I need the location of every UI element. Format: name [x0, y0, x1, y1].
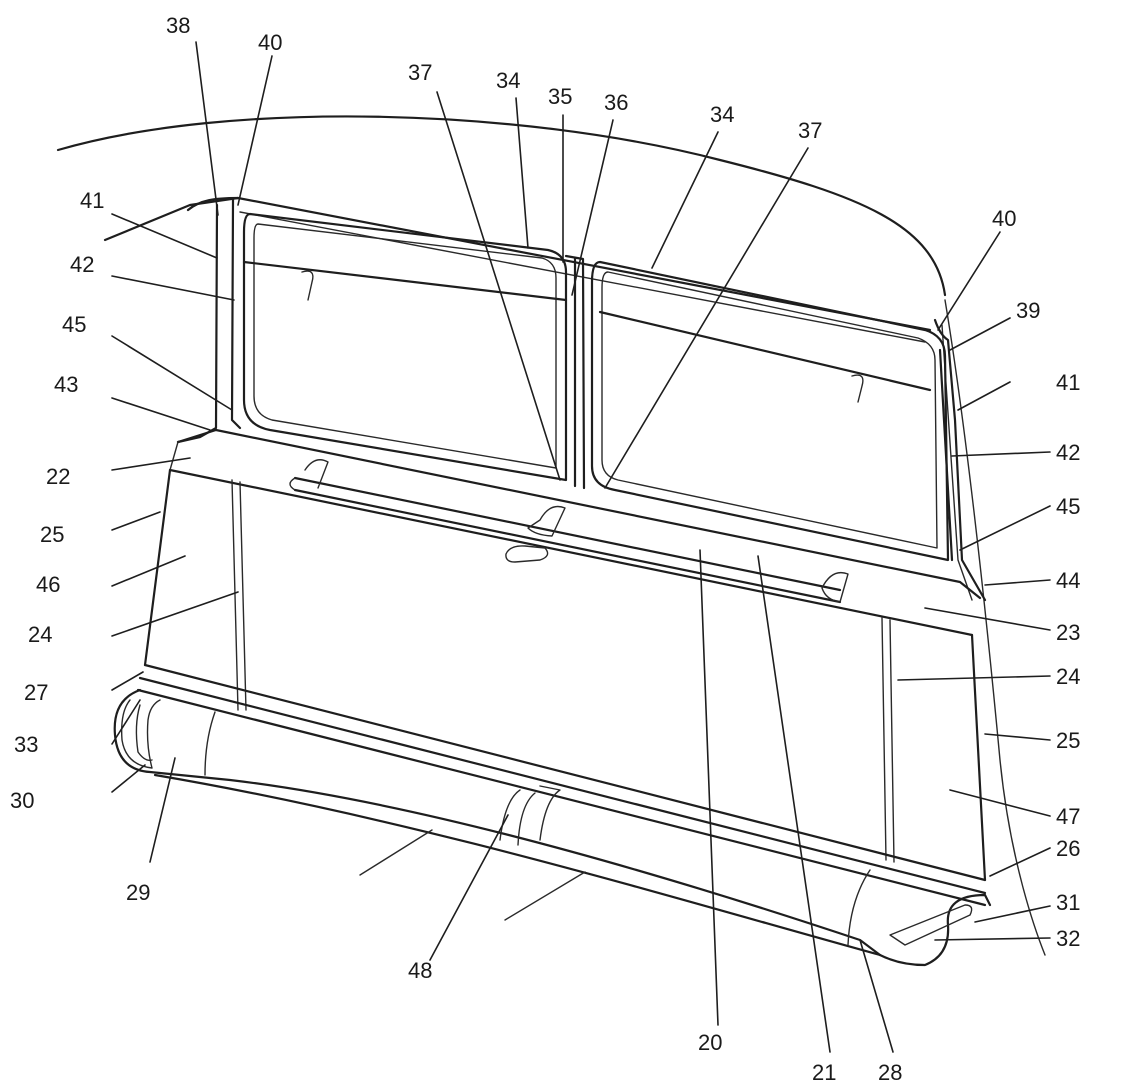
- left-pillar: [176, 198, 242, 444]
- right-seam-24: [881, 617, 895, 863]
- ground-stroke-2: [504, 871, 586, 921]
- callout-labels: 38 40 37 34 35 36 34 37 40 39 41 42 45 4…: [10, 13, 1080, 1085]
- callout-24-right: 24: [1056, 664, 1080, 689]
- callout-34-left: 34: [496, 68, 520, 93]
- callout-26: 26: [1056, 836, 1080, 861]
- callout-30: 30: [10, 788, 34, 813]
- callout-33: 33: [14, 732, 38, 757]
- callout-37-left: 37: [408, 60, 432, 85]
- grab-rail-mount-2: [527, 505, 566, 537]
- bottom-roll: [113, 688, 882, 957]
- right-roll-cap: [878, 893, 992, 967]
- lower-seam-left: [204, 711, 216, 776]
- bottom-edge: [153, 773, 882, 957]
- grab-rail: [293, 476, 842, 604]
- callout-29: 29: [126, 880, 150, 905]
- callout-40-left: 40: [258, 30, 282, 55]
- callout-39: 39: [1016, 298, 1040, 323]
- callout-48: 48: [408, 958, 432, 983]
- sill-front-edge: [169, 441, 179, 471]
- callout-45-right: 45: [1056, 494, 1080, 519]
- callout-41-right: 41: [1056, 370, 1080, 395]
- right-window-bar: [598, 310, 932, 392]
- right-corner-post: [933, 318, 987, 602]
- grab-rail-end-left: [289, 477, 296, 491]
- center-pillar: [564, 254, 586, 490]
- right-roll-cap-inner: [889, 904, 973, 946]
- belt-line: [136, 663, 987, 907]
- left-window-outer: [242, 212, 568, 482]
- callout-28: 28: [878, 1060, 902, 1085]
- callout-42-left: 42: [70, 252, 94, 277]
- left-bar-clip: [301, 270, 314, 301]
- ground-stroke-1: [359, 829, 433, 876]
- callout-42-right: 42: [1056, 440, 1080, 465]
- leader-lines: [111, 41, 1051, 1053]
- callout-20: 20: [698, 1030, 722, 1055]
- lower-seam-right: [847, 869, 871, 946]
- callout-41-left: 41: [80, 188, 104, 213]
- callout-23: 23: [1056, 620, 1080, 645]
- callout-31: 31: [1056, 890, 1080, 915]
- callout-37-right: 37: [798, 118, 822, 143]
- left-window-inner: [253, 223, 557, 469]
- callout-43: 43: [54, 372, 78, 397]
- roof-outline: [56, 115, 947, 297]
- left-seam-24: [231, 479, 247, 711]
- window-sill: [168, 428, 982, 637]
- callout-44: 44: [1056, 568, 1080, 593]
- callout-25-left: 25: [40, 522, 64, 547]
- right-wall-edge: [944, 299, 1046, 956]
- callout-21: 21: [812, 1060, 836, 1085]
- center-notch: [499, 785, 561, 846]
- callout-34-right: 34: [710, 102, 734, 127]
- left-roll-cap-inner: [135, 704, 153, 762]
- callout-25-right: 25: [1056, 728, 1080, 753]
- grab-rail-mount-1: [304, 459, 329, 489]
- callout-38: 38: [166, 13, 190, 38]
- callout-27: 27: [24, 680, 48, 705]
- callout-46: 46: [36, 572, 60, 597]
- callout-22: 22: [46, 464, 70, 489]
- left-pillar-top: [186, 196, 932, 332]
- right-window-inner: [601, 271, 938, 549]
- callout-32: 32: [1056, 926, 1080, 951]
- right-bar-clip: [851, 374, 864, 403]
- right-window-outer: [590, 260, 950, 562]
- callout-35: 35: [548, 84, 572, 109]
- callout-40-right: 40: [992, 206, 1016, 231]
- center-latch: [505, 545, 549, 563]
- callout-36: 36: [604, 90, 628, 115]
- right-panel-edge: [970, 633, 987, 882]
- left-window-bar: [242, 260, 568, 302]
- grab-rail-mount-3: [821, 571, 849, 603]
- callout-45-left: 45: [62, 312, 86, 337]
- left-roll-cap: [120, 699, 161, 769]
- roof-outline-left: [103, 196, 240, 242]
- callout-24-left: 24: [28, 622, 52, 647]
- callout-47: 47: [1056, 804, 1080, 829]
